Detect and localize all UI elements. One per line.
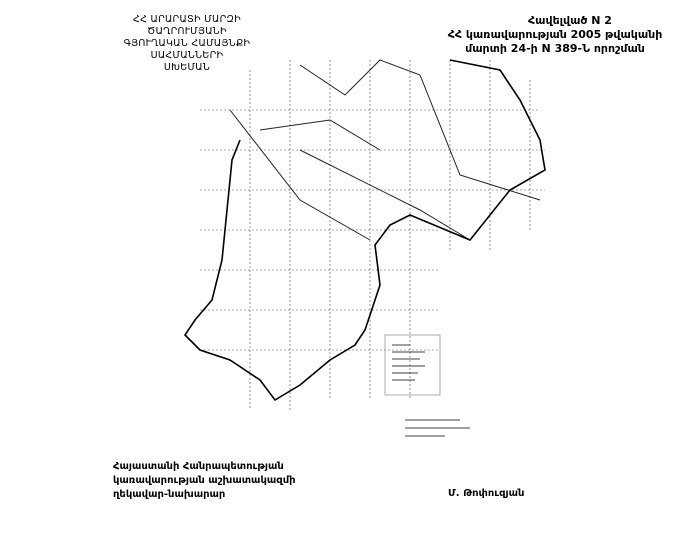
signatory-title-line1: Հայաստանի Հանրապետության xyxy=(113,461,284,472)
signatory-title: Հայաստանի Հանրապետության կառավարության ա… xyxy=(113,460,296,502)
appendix-heading: Հավելված N 2 ՀՀ կառավարության 2005 թվակա… xyxy=(440,14,670,56)
signatory-title-line3: ղեկավար-նախարար xyxy=(113,489,226,500)
appendix-decree-line2: մարտի 24-ի N 389-Ն որոշման xyxy=(465,42,645,55)
grid-lines xyxy=(200,60,545,410)
map-title-line1: ՀՀ ԱՐԱՐԱՏԻ ՄԱՐԶԻ ԾԱՂՐՈՒՄՅԱՆԻ xyxy=(132,14,241,37)
community-boundary xyxy=(183,59,546,402)
map-title-line3: ՍԽԵՄԱՆ xyxy=(163,62,211,73)
map-title-line2: ԳՅՈՒՂԱԿԱՆ ՀԱՄԱՅՆՔԻ ՍԱՀՄԱՆՆԵՐԻ xyxy=(123,38,251,61)
signatory-name: Մ. Թոփուզյան xyxy=(448,488,525,499)
appendix-decree-line1: ՀՀ կառավարության 2005 թվականի xyxy=(447,28,663,41)
legend-box xyxy=(384,334,470,437)
appendix-number: Հավելված N 2 xyxy=(528,14,612,27)
roads xyxy=(229,59,541,241)
map-title: ՀՀ ԱՐԱՐԱՏԻ ՄԱՐԶԻ ԾԱՂՐՈՒՄՅԱՆԻ ԳՅՈՒՂԱԿԱՆ Հ… xyxy=(112,14,262,74)
signatory-title-line2: կառավարության աշխատակազմի xyxy=(113,475,296,486)
